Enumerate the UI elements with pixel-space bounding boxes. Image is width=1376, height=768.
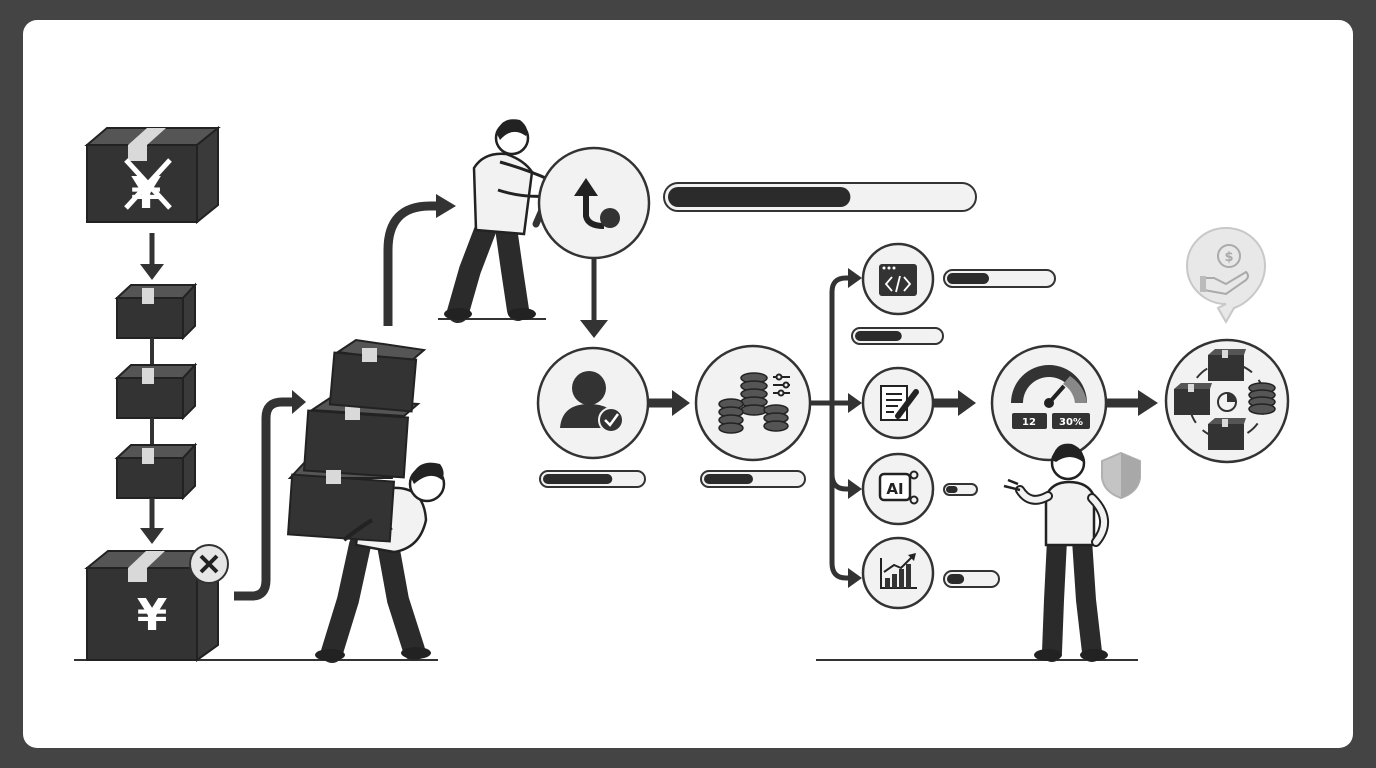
user-check-icon xyxy=(536,346,650,460)
code-progress-bar xyxy=(943,269,1056,288)
small-box-icon xyxy=(114,442,198,501)
top-progress-bar xyxy=(663,182,977,212)
arrow-head xyxy=(1138,390,1158,416)
chart-progress-bar xyxy=(943,570,1000,588)
flow-arrow xyxy=(383,201,440,326)
yen-symbol: ¥ xyxy=(137,590,168,641)
box-crossed-yen-icon: ¥ xyxy=(84,125,221,225)
small-box-icon xyxy=(114,282,198,341)
shield-icon xyxy=(1101,451,1141,500)
doc-progress-fill xyxy=(855,331,902,341)
code-progress-fill xyxy=(947,273,989,284)
doc-progress-bar xyxy=(851,327,944,345)
branch-connectors xyxy=(811,275,852,581)
small-box-icon xyxy=(114,362,198,421)
gauge-left-value: 12 xyxy=(1022,417,1036,428)
arrow-head xyxy=(848,479,862,499)
coins-settings-icon xyxy=(694,344,812,462)
user-progress-bar xyxy=(539,470,646,488)
arrow-head xyxy=(848,268,862,288)
ai-progress-fill xyxy=(946,486,958,493)
boxes-coins-pie-icon xyxy=(1164,338,1290,464)
diagram-canvas xyxy=(23,20,1353,748)
arrow-head xyxy=(848,393,862,413)
coins-progress-fill xyxy=(704,474,753,484)
arrow-head xyxy=(958,390,976,416)
ai-progress-bar xyxy=(943,483,978,496)
gauge-icon: 12 30% xyxy=(990,344,1108,462)
code-window-icon xyxy=(861,242,935,316)
arrow-head xyxy=(580,320,608,338)
chart-progress-fill xyxy=(947,574,965,584)
down-arrow-icon xyxy=(140,498,164,544)
bar-chart-growth-icon xyxy=(861,536,935,610)
hand-dollar-icon: $ xyxy=(1185,226,1267,325)
ai-label: AI xyxy=(886,480,903,498)
top-progress-fill xyxy=(668,187,851,207)
ai-chip-icon: AI xyxy=(861,452,935,526)
arrow-head xyxy=(848,568,862,588)
undo-circle-icon xyxy=(537,146,651,260)
svg-text:$: $ xyxy=(1224,250,1233,265)
document-edit-icon xyxy=(861,366,935,440)
flow-arrow xyxy=(234,397,296,601)
arrow-head xyxy=(672,390,690,416)
arrow-head xyxy=(436,194,456,218)
presenting-person-icon xyxy=(1003,443,1109,662)
person-carrying-boxes-icon xyxy=(286,338,446,663)
coins-progress-bar xyxy=(700,470,806,488)
person-pushing-lever-icon xyxy=(444,119,560,323)
user-progress-fill xyxy=(543,474,613,484)
close-icon xyxy=(189,544,229,584)
arrow-head xyxy=(292,390,306,414)
gauge-right-value: 30% xyxy=(1059,417,1083,428)
down-arrow-icon xyxy=(140,233,164,280)
